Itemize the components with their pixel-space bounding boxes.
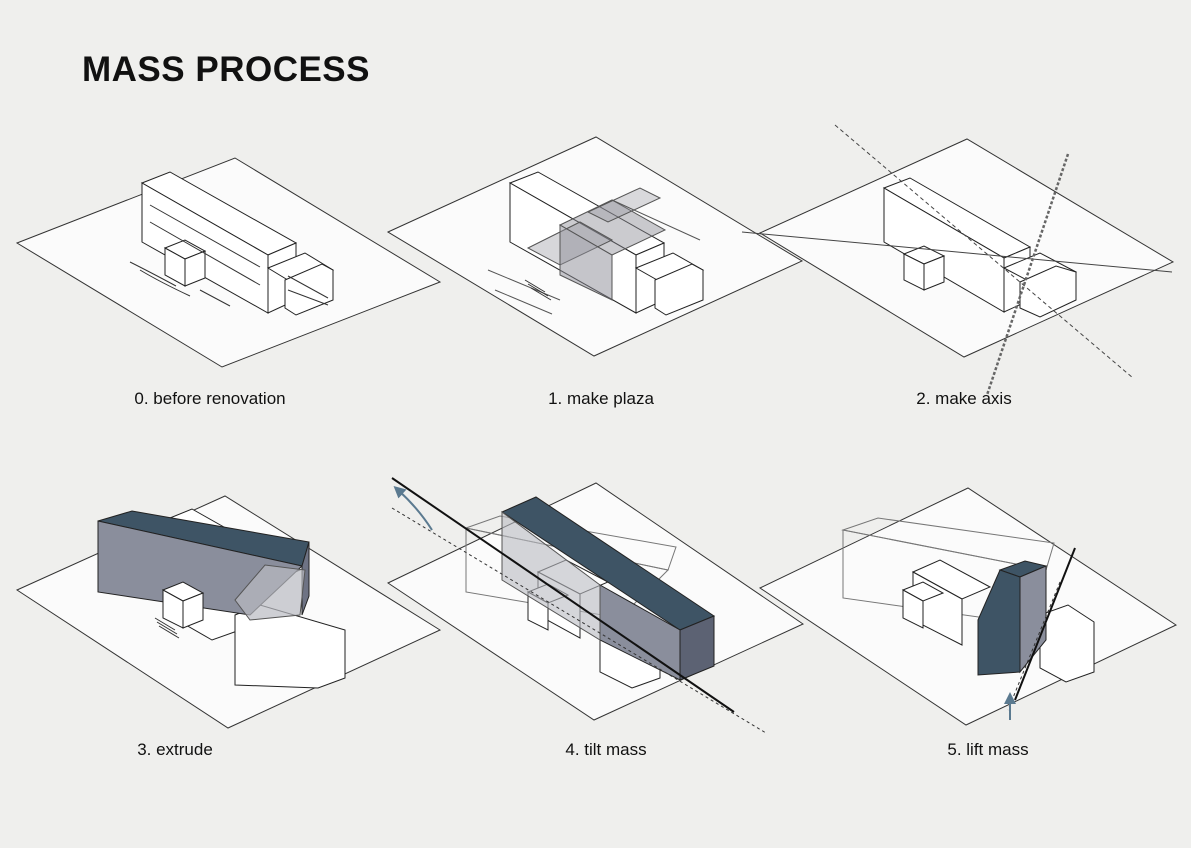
step-1-caption: 1. make plaza — [548, 389, 654, 408]
existing-building — [901, 559, 1095, 683]
panel-2-make-axis — [741, 124, 1175, 396]
page-title: MASS PROCESS — [82, 50, 370, 89]
mass-transparent-face — [234, 564, 306, 621]
solid-axis-line — [391, 477, 735, 713]
entrance-stairs — [524, 279, 552, 301]
panel-1-make-plaza — [386, 136, 804, 357]
mass-side — [1019, 565, 1047, 674]
entrance-stairs — [129, 261, 231, 307]
dashed-axis-line — [391, 507, 767, 734]
rotation-arrow-icon — [393, 485, 433, 531]
lifted-mass — [977, 560, 1048, 676]
step-2-caption: 2. make axis — [916, 389, 1012, 408]
panel-0-before-renovation — [15, 157, 442, 368]
tilt-axis-lines — [391, 477, 767, 734]
step-4-caption: 4. tilt mass — [565, 740, 647, 759]
main-axis-line — [985, 153, 1070, 396]
panel-3-extrude — [15, 495, 442, 729]
solid-axis-line — [1014, 547, 1076, 701]
dashed-axis-line — [1007, 581, 1061, 711]
entrance-stairs — [154, 617, 180, 639]
mass-side — [679, 615, 715, 681]
diagonal-axis-line — [834, 124, 1134, 379]
existing-building — [140, 171, 335, 316]
site-axis-line — [741, 231, 1173, 273]
step-0-caption: 0. before renovation — [134, 389, 286, 408]
step-3-caption: 3. extrude — [137, 740, 213, 759]
extruded-mass — [97, 510, 310, 621]
front-portico — [161, 581, 205, 629]
axis-lines — [741, 124, 1173, 396]
panel-5-lift-mass — [758, 487, 1178, 726]
site-plane — [758, 487, 1178, 726]
step-5-caption: 5. lift mass — [947, 740, 1029, 759]
mass-transparent-face — [501, 511, 601, 641]
plaza-extension-lines — [487, 199, 701, 315]
panel-4-tilt-mass — [386, 477, 805, 734]
facade-windows — [149, 204, 329, 306]
tilted-mass — [500, 496, 716, 681]
lift-axis-lines — [1007, 547, 1076, 711]
